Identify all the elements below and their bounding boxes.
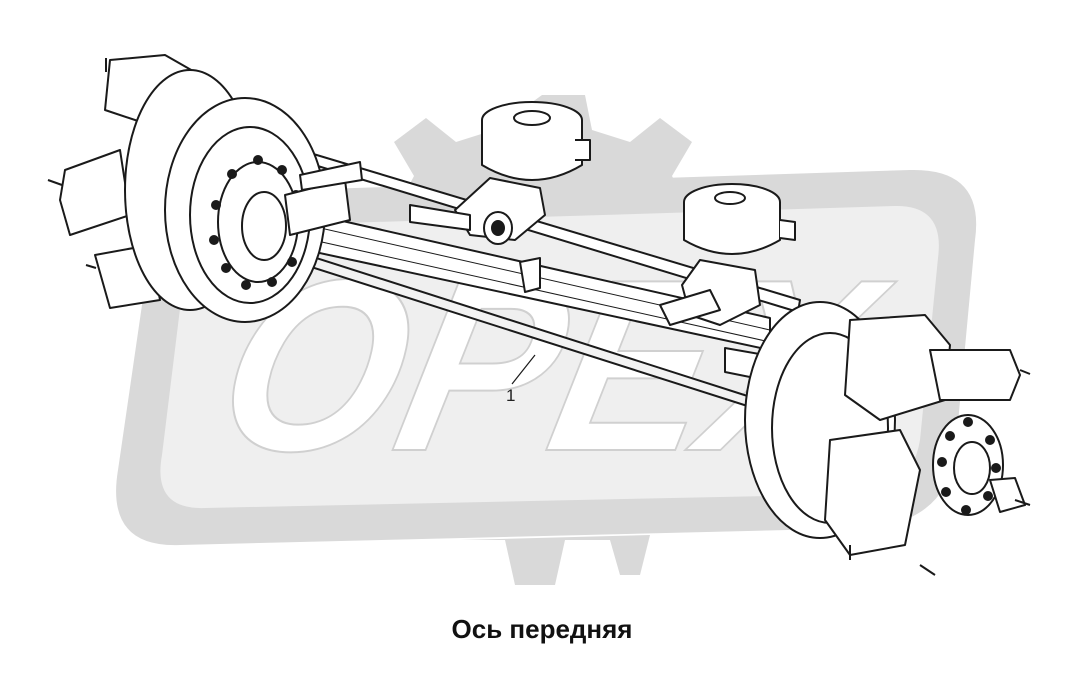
right-wheel-hub xyxy=(744,301,1031,576)
left-brake-chamber xyxy=(409,101,591,293)
left-spring-pad xyxy=(284,161,363,236)
diagram-caption: Ось передняя xyxy=(451,614,633,644)
front-axle-drawing xyxy=(47,54,1031,576)
part-number-1: 1 xyxy=(506,386,516,405)
callout-leader-line xyxy=(511,354,536,385)
left-wheel-hub xyxy=(47,54,326,323)
right-hub-bolts xyxy=(937,417,1001,515)
right-brake-chamber xyxy=(659,183,796,381)
